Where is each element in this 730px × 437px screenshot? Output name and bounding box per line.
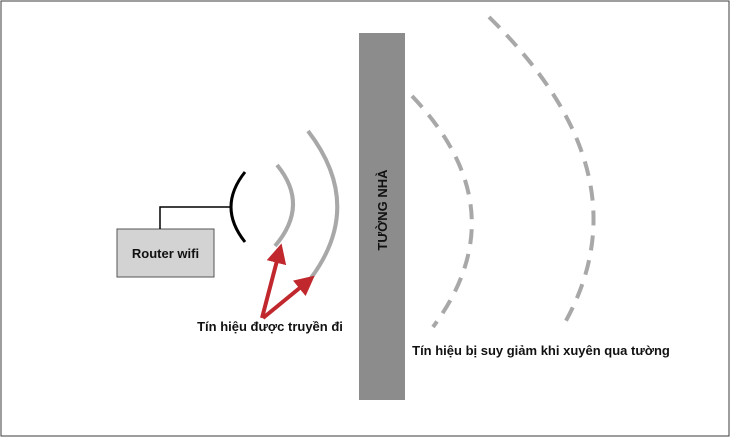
wall-label: TƯỜNG NHÀ — [375, 169, 390, 251]
signal-wave-outer — [306, 129, 340, 280]
antenna-cable — [159, 206, 232, 229]
attenuated-wave-inner — [410, 94, 474, 329]
wall: TƯỜNG NHÀ — [359, 33, 405, 400]
attenuated-signal-label: Tín hiệu bị suy giảm khi xuyên qua tường — [412, 343, 670, 358]
signal-arrows — [260, 243, 315, 320]
wall-block — [359, 33, 405, 400]
signal-wave-inner — [273, 163, 295, 248]
arrow-icon — [260, 243, 287, 319]
attenuated-wave-outer — [487, 15, 596, 327]
antenna-icon — [229, 171, 247, 243]
router-box — [116, 228, 215, 278]
router-label: Router wifi — [132, 246, 199, 261]
arrow-icon — [261, 275, 315, 320]
transmitted-signal-label: Tín hiệu được truyền đi — [197, 319, 343, 334]
router: Router wifi — [116, 228, 215, 278]
